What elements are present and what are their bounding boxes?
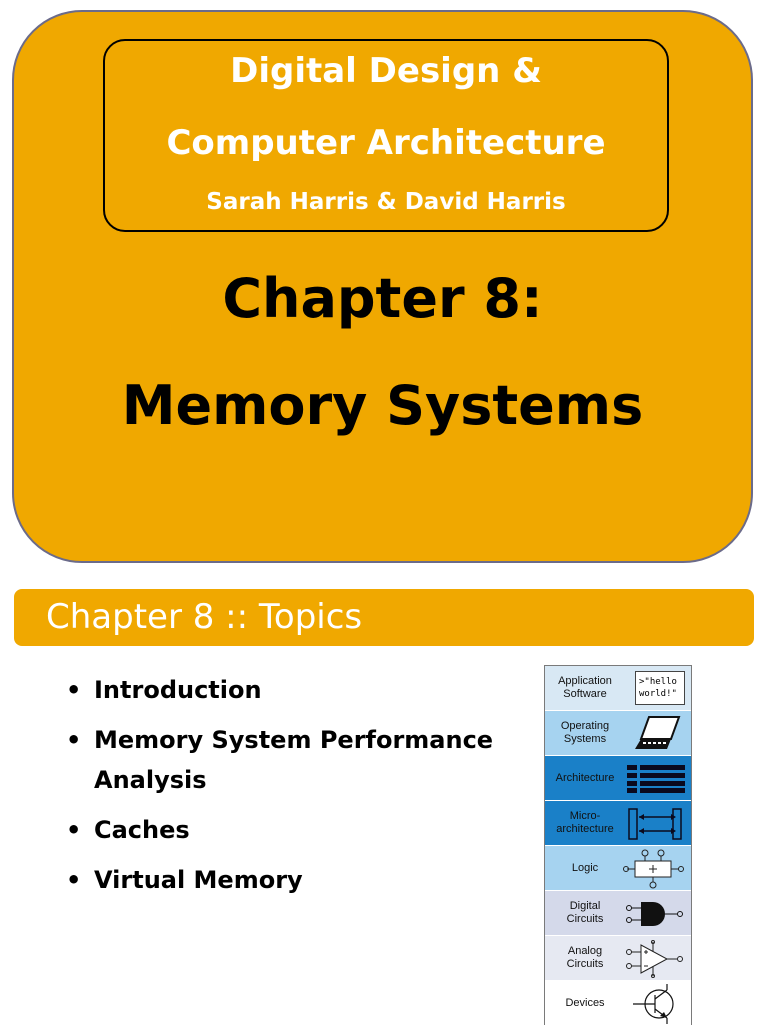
book-title-box: Digital Design & Computer Architecture S… (103, 39, 669, 232)
layer-label-line1: Devices (565, 997, 605, 1009)
layer-label-line2: Circuits (566, 958, 604, 970)
layer-logic: Logic (545, 846, 691, 891)
instruction-table-icon (627, 765, 685, 793)
layer-label-line2: architecture (556, 823, 614, 835)
layer-operating-systems: Operating Systems (545, 711, 691, 756)
topic-item: Caches (66, 810, 526, 850)
layer-label-line2: Systems (563, 733, 607, 745)
abstraction-stack: Application Software >"hello world!" Ope… (544, 665, 692, 1026)
layer-label-line2: Software (563, 688, 607, 700)
laptop-icon (635, 716, 681, 749)
hello-world-icon: >"hello world!" (635, 671, 685, 705)
chapter-number: Chapter 8: (222, 267, 543, 330)
layer-label-line1: Application (558, 675, 612, 687)
layer-label-line1: Analog (567, 945, 603, 957)
amplifier-icon (626, 940, 683, 978)
book-title-line2: Computer Architecture (166, 123, 606, 163)
topics-header-bar: Chapter 8 :: Topics (14, 589, 754, 646)
topic-list: Introduction Memory System Performance A… (66, 670, 526, 910)
layer-label-line1: Micro- (569, 810, 601, 822)
layer-analog-circuits: Analog Circuits (545, 936, 691, 981)
layer-label-line1: Architecture (555, 772, 615, 784)
and-gate-icon (626, 902, 683, 926)
title-slide: Digital Design & Computer Architecture S… (12, 10, 753, 563)
chapter-name: Memory Systems (121, 374, 644, 437)
layer-label-line1: Operating (560, 720, 610, 732)
book-title-line1: Digital Design & (230, 51, 542, 91)
layer-digital-circuits: Digital Circuits (545, 891, 691, 936)
datapath-icon (628, 808, 682, 840)
book-authors: Sarah Harris & David Harris (206, 189, 566, 215)
layer-architecture: Architecture (545, 756, 691, 801)
layer-label-line2: Circuits (566, 913, 604, 925)
topic-item: Introduction (66, 670, 526, 710)
layer-label-line1: Logic (571, 862, 599, 874)
layer-devices: Devices (545, 981, 691, 1026)
topic-item: Memory System Performance Analysis (66, 720, 526, 800)
layer-application-software: Application Software >"hello world!" (545, 666, 691, 711)
layer-microarchitecture: Micro- architecture (545, 801, 691, 846)
layer-label-line1: Digital (569, 900, 601, 912)
topics-heading: Chapter 8 :: Topics (46, 597, 363, 637)
transistor-icon (633, 984, 674, 1024)
topic-item: Virtual Memory (66, 860, 526, 900)
adder-icon (623, 849, 684, 889)
